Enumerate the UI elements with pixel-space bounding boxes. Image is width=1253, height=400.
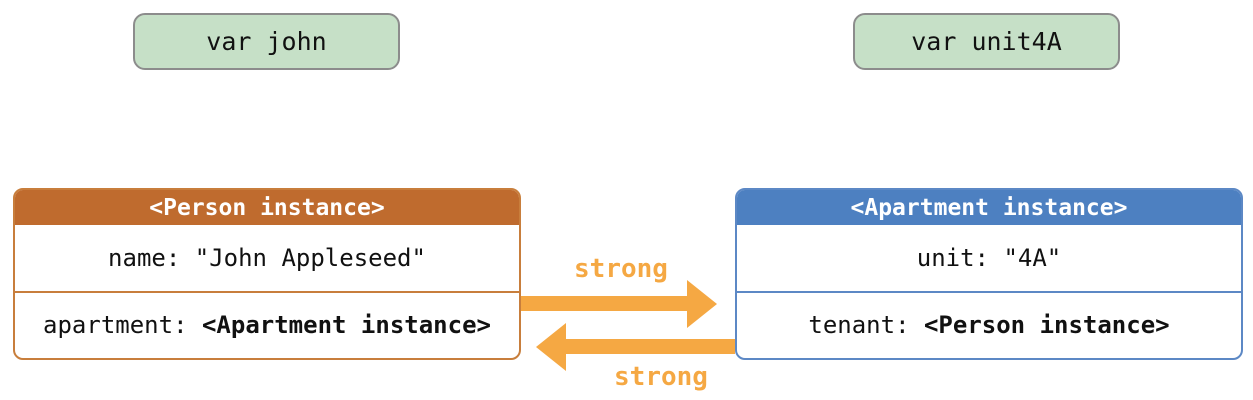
variable-box-john: var john: [133, 13, 400, 70]
variable-john-label: var john: [206, 27, 327, 56]
person-name-row: name: "John Appleseed": [15, 225, 519, 291]
person-name-property-label: name:: [108, 243, 195, 272]
variable-box-unit4a: var unit4A: [853, 13, 1120, 70]
strong-arrow-right-body: [521, 296, 687, 311]
person-apartment-property-label: apartment:: [43, 311, 202, 340]
apartment-unit-property-value: "4A": [1003, 243, 1062, 272]
strong-arrow-left-body: [566, 339, 735, 354]
person-instance-box: <Person instance> name: "John Appleseed"…: [13, 188, 521, 360]
person-name-property-value: "John Appleseed": [194, 243, 426, 272]
apartment-tenant-property-label: tenant:: [808, 311, 924, 340]
person-apartment-row: apartment: <Apartment instance>: [15, 290, 519, 359]
apartment-tenant-property-value: <Person instance>: [923, 311, 1170, 340]
person-header-label: <Person instance>: [149, 194, 385, 221]
strong-arrow-left-head-icon: [536, 323, 566, 371]
strong-arrow-left-label: strong: [614, 362, 708, 392]
apartment-unit-property-label: unit:: [916, 243, 1004, 272]
strong-arrow-right-label: strong: [574, 254, 668, 284]
variable-unit4a-label: var unit4A: [911, 27, 1062, 56]
apartment-tenant-row: tenant: <Person instance>: [737, 290, 1241, 359]
apartment-instance-header: <Apartment instance>: [737, 190, 1241, 225]
person-instance-header: <Person instance>: [15, 190, 519, 225]
apartment-unit-row: unit: "4A": [737, 225, 1241, 291]
apartment-header-label: <Apartment instance>: [850, 194, 1128, 221]
person-apartment-property-value: <Apartment instance>: [201, 311, 491, 340]
apartment-instance-box: <Apartment instance> unit: "4A" tenant: …: [735, 188, 1243, 360]
strong-arrow-right-head-icon: [687, 280, 717, 328]
